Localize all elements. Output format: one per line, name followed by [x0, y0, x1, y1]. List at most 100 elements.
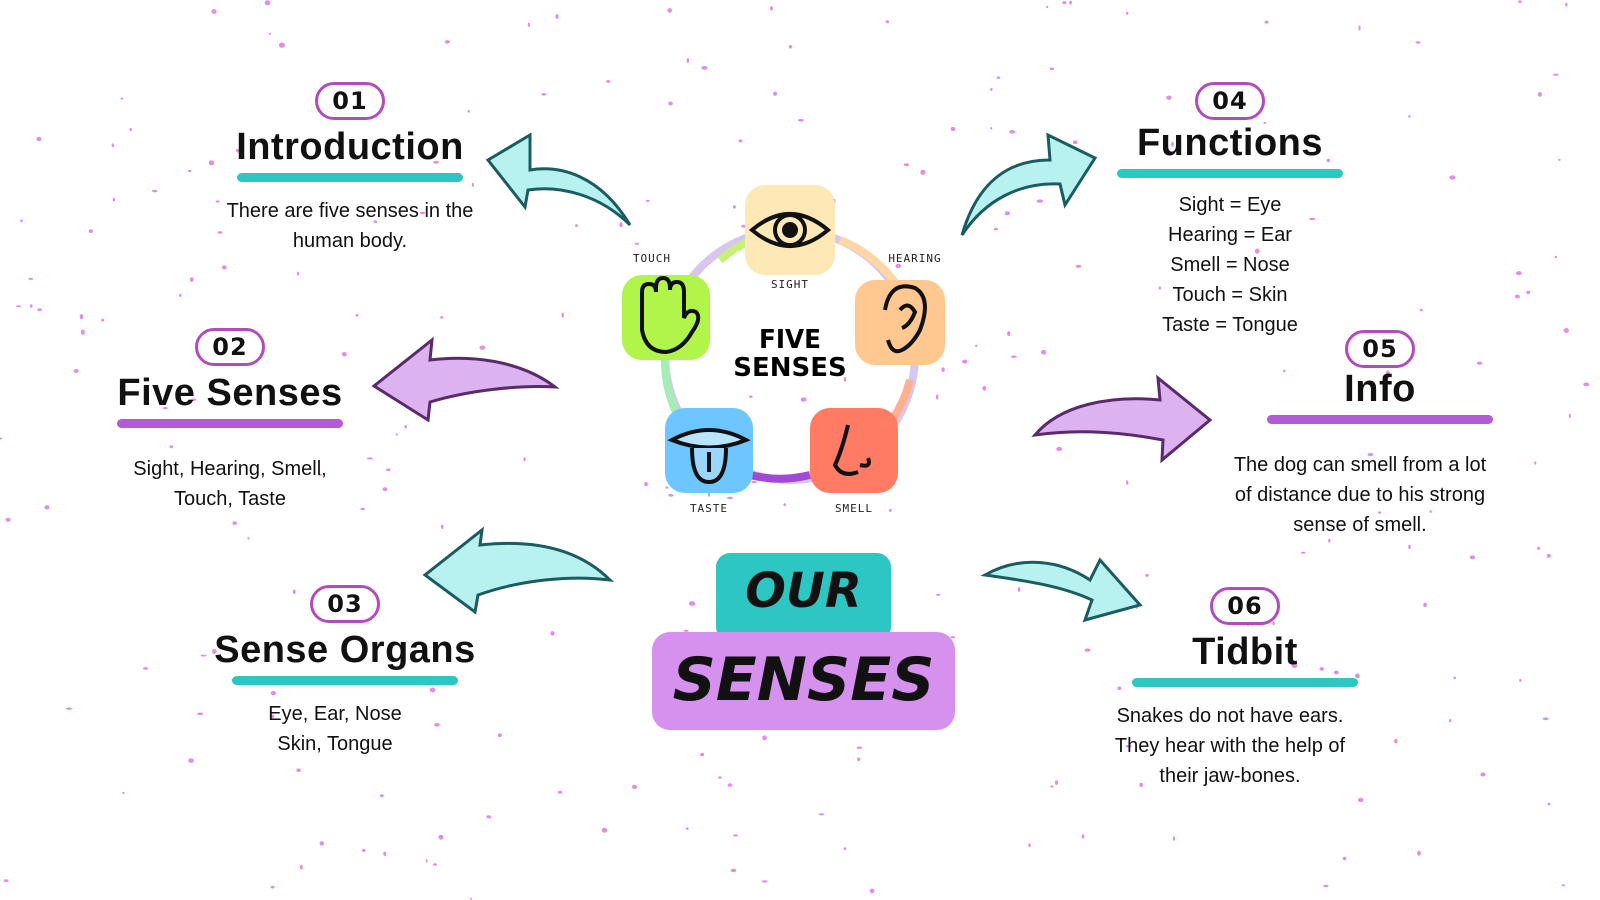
speckle-dot: [1561, 884, 1565, 887]
speckle-dot: [1386, 370, 1390, 376]
section-number-badge: 02: [195, 328, 265, 366]
speckle-dot: [634, 242, 640, 245]
section-info: 05 Info The dog can smell from a lot of …: [1220, 330, 1540, 540]
nose-icon: [832, 424, 871, 476]
speckle-dot: [1526, 290, 1531, 295]
speckle-dot: [1469, 555, 1476, 560]
speckle-dot: [1583, 382, 1590, 387]
section-functions: 04 Functions Sight = Eye Hearing = Ear S…: [1100, 82, 1360, 340]
speckle-dot: [1328, 538, 1331, 543]
speckle-dot: [936, 593, 941, 596]
speckle-dot: [1323, 884, 1329, 888]
speckle-dot: [1453, 676, 1456, 680]
title-underline: [1132, 678, 1358, 687]
speckle-dot: [1007, 331, 1011, 337]
section-five-senses: 02 Five Senses Sight, Hearing, Smell, To…: [95, 328, 365, 514]
speckle-dot: [1547, 802, 1551, 806]
speckle-dot: [1355, 673, 1360, 679]
tongue-icon: [667, 428, 751, 485]
speckle-dot: [1126, 480, 1129, 485]
speckle-dot: [122, 791, 125, 795]
speckle-dot: [404, 424, 407, 429]
section-description: Eye, Ear, Nose Skin, Tongue: [185, 699, 485, 759]
speckle-dot: [0, 437, 3, 440]
speckle-dot: [1558, 158, 1561, 161]
section-title: Functions: [1136, 122, 1324, 164]
speckle-dot: [80, 329, 85, 335]
taste-label: TASTE: [690, 502, 728, 515]
description-line: their jaw-bones.: [1159, 765, 1301, 787]
speckle-dot: [221, 265, 227, 270]
touch-node: TOUCH: [622, 252, 710, 360]
speckle-dot: [1568, 413, 1571, 419]
section-number-badge: 01: [315, 82, 385, 120]
speckle-dot: [700, 752, 705, 757]
touch-label: TOUCH: [633, 252, 671, 265]
speckle-dot: [1172, 836, 1176, 841]
speckle-dot: [1415, 41, 1421, 44]
speckle-dot: [217, 231, 223, 234]
speckle-dot: [619, 222, 623, 228]
hearing-node: HEARING: [855, 252, 945, 365]
speckle-dot: [950, 636, 956, 639]
speckle-dot: [362, 848, 366, 853]
speckle-dot: [1537, 92, 1542, 97]
ear-icon: [883, 284, 927, 354]
speckle-dot: [541, 93, 547, 96]
speckle-dot: [780, 366, 785, 372]
speckle-dot: [788, 45, 793, 49]
eye-icon: [748, 212, 832, 248]
speckle-dot: [727, 496, 733, 500]
speckle-dot: [761, 880, 768, 883]
speckle-dot: [1367, 452, 1374, 457]
speckle-dot: [425, 859, 428, 863]
speckle-dot: [247, 537, 250, 540]
speckle-dot: [749, 395, 753, 398]
speckle-dot: [667, 8, 672, 13]
speckle-dot: [1009, 130, 1016, 134]
speckle-dot: [1546, 553, 1551, 558]
speckle-dot: [30, 304, 33, 308]
speckle-dot: [341, 352, 347, 357]
speckle-dot: [1145, 573, 1149, 577]
speckle-dot: [360, 507, 366, 511]
section-description: The dog can smell from a lot of distance…: [1180, 450, 1540, 540]
speckle-dot: [668, 101, 673, 106]
speckle-dot: [1264, 20, 1269, 24]
speckle-dot: [129, 128, 132, 131]
speckle-dot: [770, 6, 773, 11]
speckle-dot: [319, 841, 325, 846]
speckle-dot: [813, 370, 819, 375]
speckle-dot: [44, 505, 50, 510]
speckle-dot: [373, 220, 378, 224]
speckle-dot: [395, 433, 398, 436]
speckle-dot: [856, 746, 863, 749]
description-line: Skin, Tongue: [277, 733, 393, 755]
main-title-line2: SENSES: [672, 645, 935, 715]
description-line: of distance due to his strong: [1234, 484, 1486, 506]
speckle-dot: [1050, 785, 1054, 788]
section-sense-organs: 03 Sense Organs Eye, Ear, Nose Skin, Ton…: [205, 585, 485, 759]
speckle-dot: [208, 160, 215, 166]
speckle-dot: [440, 524, 444, 530]
speckle-dot: [1319, 667, 1325, 671]
speckle-dot: [1049, 67, 1054, 71]
speckle-dot: [37, 308, 42, 312]
speckle-dot: [189, 277, 194, 282]
speckle-dot: [299, 864, 303, 870]
speckle-dot: [550, 631, 555, 636]
speckle-dot: [470, 897, 473, 900]
speckle-dot: [36, 136, 42, 142]
section-number-badge: 03: [310, 585, 380, 623]
speckle-dot: [1125, 744, 1132, 748]
speckle-dot: [1004, 211, 1011, 216]
speckle-dot: [733, 834, 738, 837]
speckle-dot: [1301, 551, 1306, 554]
speckle-dot: [1333, 670, 1339, 675]
section-description: Snakes do not have ears. They hear with …: [1065, 701, 1395, 791]
speckle-dot: [903, 163, 910, 167]
section-description: There are five senses in the human body.: [200, 196, 500, 256]
section-title: Sense Organs: [214, 629, 476, 671]
speckle-dot: [783, 503, 786, 507]
speckle-dot: [1563, 328, 1569, 333]
